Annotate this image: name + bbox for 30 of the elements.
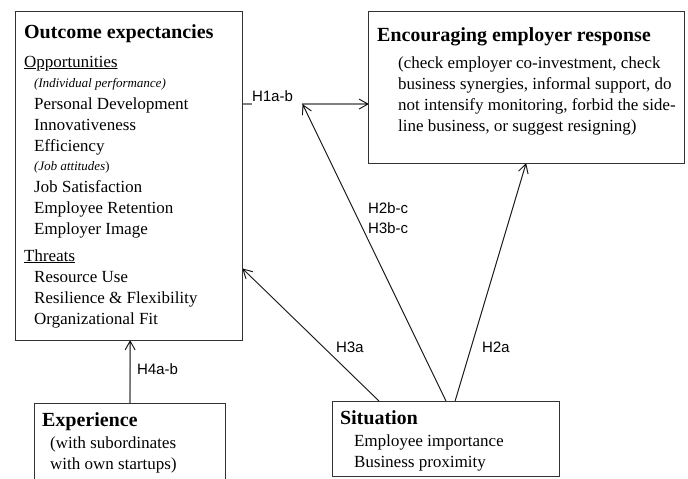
edge-label: H1a-b <box>252 87 302 107</box>
box-text: Organizational Fit <box>33 308 159 329</box>
box-text: Employee Retention <box>33 197 174 218</box>
box-text: (with subordinates with own startups) <box>49 432 178 474</box>
concept-box <box>34 403 226 479</box>
box-text: Employee importance <box>353 430 505 451</box>
box-text: Opportunities <box>24 51 118 73</box>
box-text: Employer Image <box>33 218 149 239</box>
box-text: (Job attitudes) <box>33 157 110 175</box>
arrow <box>302 104 446 402</box>
box-text: Threats <box>24 245 76 266</box>
box-text: (Individual performance) <box>33 74 167 92</box>
box-text: Resource Use <box>33 266 129 287</box>
box-text: Business proximity <box>353 451 487 472</box>
box-text: Efficiency <box>33 135 106 156</box>
arrow <box>454 164 529 402</box>
concept-box <box>15 11 243 341</box>
concept-box <box>368 11 685 164</box>
concept-box <box>332 401 560 477</box>
box-heading: Outcome expectancies <box>24 20 214 45</box>
box-text: Personal Development <box>33 93 190 114</box>
box-heading: Situation <box>340 406 419 430</box>
box-heading: Encouraging employer response <box>377 23 652 48</box>
arrow <box>242 268 380 402</box>
box-text: Resilience & Flexibility <box>33 287 198 308</box>
box-text: (check employer co-investment, check business synergies, informal support, do not intensify monitoring, forbid the side-line business, or suggest resigning) <box>397 52 676 136</box>
box-text: Innovativeness <box>33 114 137 135</box>
arrow <box>124 340 136 404</box>
box-heading: Experience <box>42 408 139 432</box>
box-text: Job Satisfaction <box>33 176 144 197</box>
